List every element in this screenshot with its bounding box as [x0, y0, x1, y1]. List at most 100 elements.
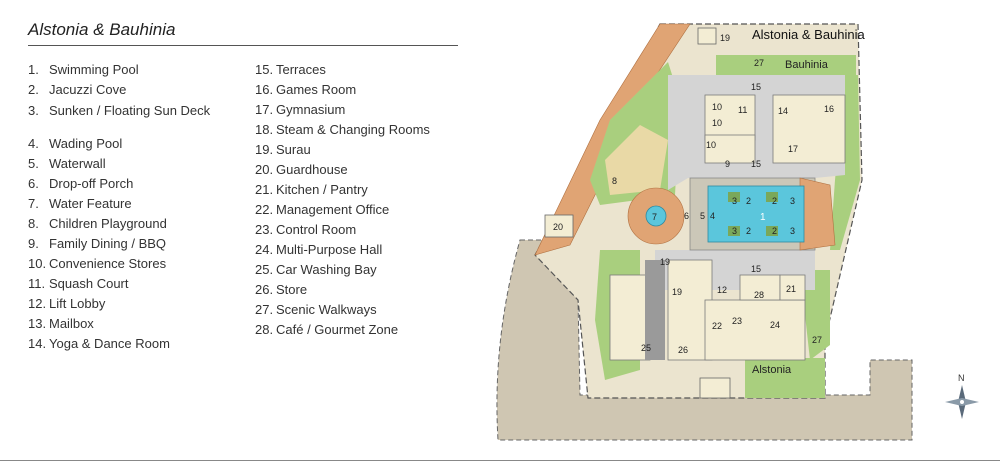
building-kitchen [779, 274, 806, 301]
legend-item: 11.Squash Court [28, 276, 129, 291]
marker-19: 19 [672, 287, 682, 297]
legend-item: 28.Café / Gourmet Zone [255, 322, 399, 337]
legend-item: 25.Car Washing Bay [255, 262, 377, 277]
legend-item: 22.Management Office [255, 202, 390, 217]
marker-11: 11 [738, 105, 747, 115]
marker-4: 4 [710, 211, 715, 221]
compass-icon: N [945, 373, 979, 419]
south-east-green [800, 270, 830, 360]
marker-3: 3 [732, 196, 737, 206]
water-feature [645, 205, 667, 227]
legend-item: 24.Multi-Purpose Hall [255, 242, 383, 257]
legend-item: 14.Yoga & Dance Room [28, 336, 170, 351]
marker-15: 15 [751, 264, 761, 274]
marker-26: 26 [678, 345, 688, 355]
guardhouse [544, 214, 574, 238]
building-multipurpose [704, 299, 806, 361]
legend-item: 3.Sunken / Floating Sun Deck [28, 103, 211, 118]
bauhinia-green [716, 55, 856, 75]
label-bauhinia: Bauhinia [785, 59, 829, 71]
sun-deck-pad [728, 192, 740, 202]
legend-item: 16.Games Room [255, 82, 357, 97]
surau-building [697, 27, 717, 45]
legend-item: 7.Water Feature [28, 196, 132, 211]
marker-10: 10 [706, 140, 716, 150]
legend-item: 17.Gymnasium [255, 102, 346, 117]
sun-deck-pad [728, 226, 740, 236]
access-road [496, 239, 913, 441]
marker-6: 6 [684, 211, 689, 221]
parking-strip [645, 260, 665, 360]
legend-item: 8.Children Playground [28, 216, 167, 231]
compass-north-label: N [958, 373, 965, 383]
marker-15: 15 [751, 159, 761, 169]
legend-item: 18.Steam & Changing Rooms [255, 122, 430, 137]
marker-22: 22 [712, 321, 722, 331]
marker-17: 17 [788, 144, 798, 154]
marker-20: 20 [553, 222, 563, 232]
label-alstonia: Alstonia [752, 364, 792, 376]
marker-28: 28 [754, 290, 764, 300]
marker-2: 2 [772, 226, 777, 236]
marker-27: 27 [812, 335, 822, 345]
marker-9: 9 [725, 159, 730, 169]
title-divider [28, 45, 458, 46]
marker-3: 3 [790, 226, 795, 236]
marker-2: 2 [746, 196, 751, 206]
bottom-divider [0, 460, 1000, 461]
marker-3: 3 [732, 226, 737, 236]
marker-2: 2 [772, 196, 777, 206]
legend-item: 1.Swimming Pool [28, 62, 139, 77]
sun-deck-east [799, 177, 836, 251]
legend-item: 12.Lift Lobby [28, 296, 106, 311]
marker-14: 14 [778, 106, 788, 116]
playground-area [605, 125, 668, 195]
marker-5: 5 [700, 211, 705, 221]
legend-item: 26.Store [255, 282, 308, 297]
entrance-building [699, 377, 731, 399]
map-heading: Alstonia & Bauhinia [752, 27, 866, 42]
marker-23: 23 [732, 316, 742, 326]
marker-27: 27 [754, 58, 764, 68]
building-stores [704, 134, 756, 164]
marker-12: 12 [717, 285, 727, 295]
legend-item: 9.Family Dining / BBQ [28, 236, 167, 251]
legend-item: 6.Drop-off Porch [28, 176, 134, 191]
page-title: Alstonia & Bauhinia [28, 20, 176, 39]
swimming-pool [707, 185, 805, 243]
marker-19: 19 [720, 33, 730, 43]
marker-2: 2 [746, 226, 751, 236]
marker-25: 25 [641, 343, 651, 353]
marker-15: 15 [751, 82, 761, 92]
marker-8: 8 [612, 176, 617, 186]
marker-10: 10 [712, 118, 722, 128]
marker-24: 24 [770, 320, 780, 330]
legend-item: 15.Terraces [255, 62, 326, 77]
legend-item: 27.Scenic Walkways [255, 302, 377, 317]
building-squash [704, 94, 756, 141]
legend-column-left: 1.Swimming Pool 2.Jacuzzi Cove 3.Sunken … [28, 60, 248, 354]
building-gym [772, 94, 846, 164]
legend-item: 4.Wading Pool [28, 136, 123, 151]
legend-item: 10.Convenience Stores [28, 256, 167, 271]
legend-item: 5.Waterwall [28, 156, 106, 171]
sun-deck-pad [766, 192, 778, 202]
marker-16: 16 [824, 104, 834, 114]
marker-7: 7 [652, 212, 657, 222]
marker-1: 1 [760, 212, 766, 223]
marker-10: 10 [712, 102, 722, 112]
legend-item: 20.Guardhouse [255, 162, 348, 177]
legend-item: 21.Kitchen / Pantry [255, 182, 368, 197]
marker-21: 21 [786, 284, 796, 294]
legend-item: 13.Mailbox [28, 316, 94, 331]
building-cafe [739, 274, 781, 301]
legend-item: 19.Surau [255, 142, 311, 157]
sun-deck-pad [766, 226, 778, 236]
marker-19: 19 [660, 257, 670, 267]
alstonia-green [745, 358, 825, 398]
marker-3: 3 [790, 196, 795, 206]
legend-column-right: 15.Terraces 16.Games Room 17.Gymnasium 1… [255, 60, 485, 340]
building-car-wash [609, 274, 651, 361]
legend-item: 2.Jacuzzi Cove [28, 82, 127, 97]
